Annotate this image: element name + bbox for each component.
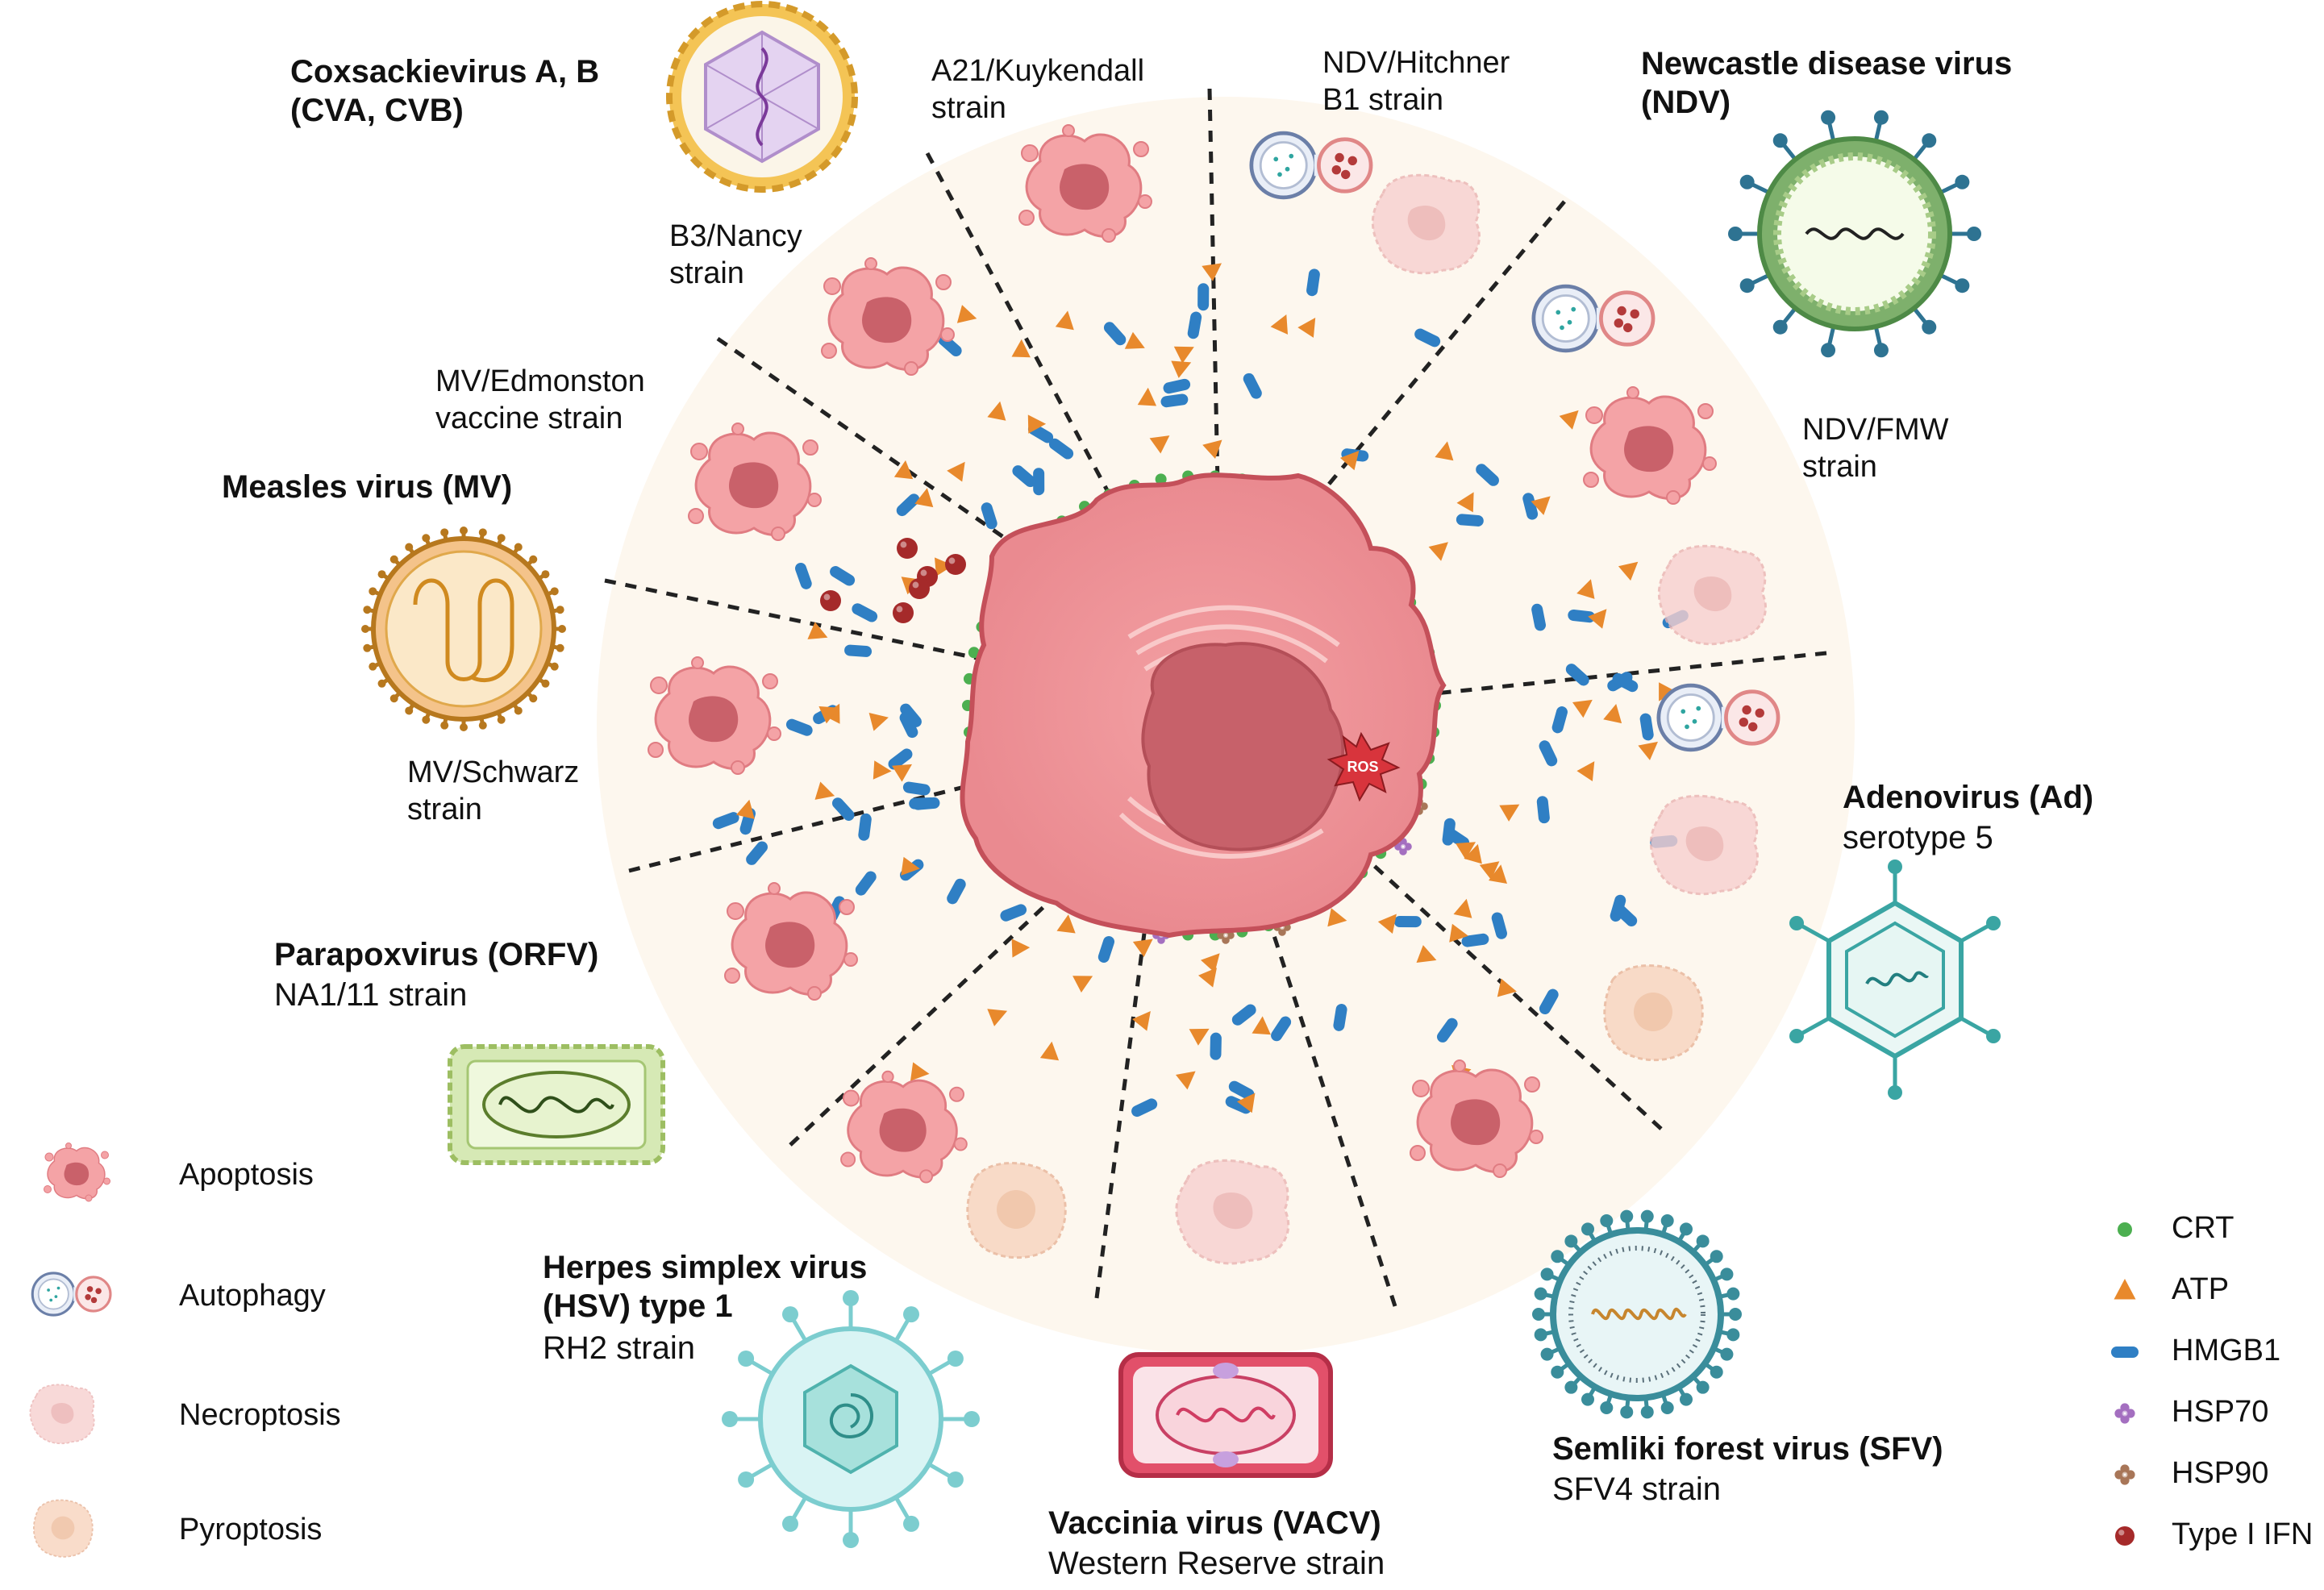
nucleus [1141,642,1345,851]
legend-autophagy-label: Autophagy [179,1279,326,1313]
sfv-strain: SFV4 strain [1552,1471,1721,1507]
hsv-strain: RH2 strain [543,1330,695,1366]
ndv-hitchner-strain: NDV/Hitchner B1 strain [1322,46,1510,117]
legend-atp-label: ATP [2172,1272,2230,1306]
ndv-title: Newcastle disease virus (NDV) [1641,46,2013,120]
legend-type1ifn-label: Type I IFN [2172,1517,2314,1551]
coxsackie-a21-strain: A21/Kuykendall strain [931,54,1145,125]
legend-necroptosis-label: Necroptosis [179,1398,341,1432]
ndv-fmw-strain: NDV/FMW strain [1802,413,1949,484]
hsv-title: Herpes simplex virus (HSV) type 1 [543,1250,868,1324]
sfv-virus-icon [1532,1209,1742,1419]
legend-hsp70-label: HSP70 [2172,1395,2269,1429]
parapoxvirus-icon [448,1044,665,1165]
hsv-virus-icon [722,1290,980,1548]
adenovirus-title: Adenovirus (Ad) [1843,780,2094,815]
legend-apoptosis-label: Apoptosis [179,1158,314,1192]
legend-hsp90-label: HSP90 [2172,1456,2269,1490]
coxsackievirus-icon [666,1,858,193]
central-tumor-cell: ROS [960,472,1447,939]
measles-edmonston-strain: MV/Edmonston vaccine strain [435,364,645,435]
cell-death-icons [648,124,1780,1265]
death-legend-icons [29,1143,112,1558]
measles-title: Measles virus (MV) [222,469,513,505]
vaccinia-strain: Western Reserve strain [1048,1546,1385,1581]
adenovirus-icon [1789,860,2001,1100]
measles-schwarz-strain: MV/Schwarz strain [407,755,580,826]
ros-burst: ROS [1327,731,1401,802]
marker-legend [2111,1222,2139,1546]
vaccinia-title: Vaccinia virus (VACV) [1048,1505,1381,1541]
parapoxvirus-title: Parapoxvirus (ORFV) [274,937,599,972]
ndv-virus-icon [1728,110,1981,358]
coxsackievirus-title: Coxsackievirus A, B (CVA, CVB) [290,54,600,128]
adenovirus-serotype: serotype 5 [1843,820,1993,855]
sector-dividers [604,88,1827,1307]
vaccinia-virus-icon [1118,1352,1333,1478]
sfv-title: Semliki forest virus (SFV) [1552,1431,1943,1467]
legend-crt-label: CRT [2172,1211,2234,1245]
legend-pyroptosis-label: Pyroptosis [179,1513,323,1546]
legend-hmgb1-label: HMGB1 [2172,1334,2281,1367]
coxsackie-b3-strain: B3/Nancy strain [669,219,802,290]
measles-virus-icon [361,527,566,731]
parapoxvirus-strain: NA1/11 strain [274,977,468,1013]
ros-label: ROS [1347,759,1378,775]
